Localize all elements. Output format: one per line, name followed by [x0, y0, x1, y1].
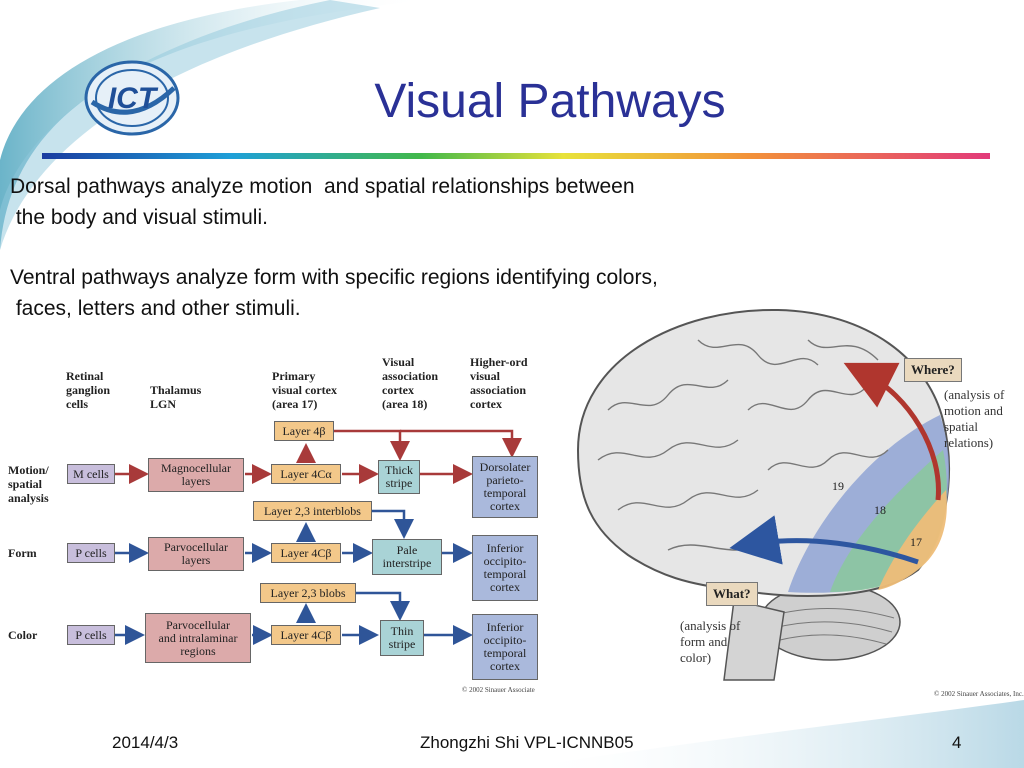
box-parvo-intralaminar: Parvocellular and intralaminar regions: [145, 613, 251, 663]
box-layer-4c-beta-color: Layer 4Cβ: [271, 625, 341, 645]
header-thalamus: Thalamus LGN: [150, 383, 202, 411]
box-p-cells-color: P cells: [67, 625, 115, 645]
box-layer-23-blobs: Layer 2,3 blobs: [260, 583, 356, 603]
header-higher-order: Higher-ord visual association cortex: [470, 355, 528, 411]
box-inferior-cortex-form: Inferior occipito- temporal cortex: [472, 535, 538, 601]
row-label-motion: Motion/ spatial analysis: [8, 463, 49, 505]
box-thick-stripe: Thick stripe: [378, 460, 420, 494]
box-p-cells-form: P cells: [67, 543, 115, 563]
header-primary: Primary visual cortex (area 17): [272, 369, 337, 411]
box-layer-4b: Layer 4β: [274, 421, 334, 441]
box-layer-4c-beta-form: Layer 4Cβ: [271, 543, 341, 563]
where-description: (analysis of motion and spatial relation…: [944, 387, 1005, 450]
row-label-color: Color: [8, 628, 38, 642]
ventral-paragraph: Ventral pathways analyze form with speci…: [10, 266, 658, 320]
box-dorsolateral-cortex: Dorsolater parieto- temporal cortex: [472, 456, 538, 518]
ict-logo: ICT: [84, 60, 180, 136]
diagram-copyright: © 2002 Sinauer Associate: [462, 686, 535, 694]
what-tag: What?: [706, 582, 758, 606]
area-18-label: 18: [874, 503, 886, 517]
what-description: (analysis of form and color): [680, 618, 741, 665]
area-19-label: 19: [832, 479, 844, 493]
footer-page-number: 4: [952, 733, 962, 752]
box-parvocellular: Parvocellular layers: [148, 537, 244, 571]
row-label-form: Form: [8, 546, 37, 560]
footer-author: Zhongzhi Shi VPL-ICNNB05: [420, 733, 634, 752]
area-17-label: 17: [910, 535, 922, 549]
box-inferior-cortex-color: Inferior occipito- temporal cortex: [472, 614, 538, 680]
box-magnocellular: Magnocellular layers: [148, 458, 244, 492]
dorsal-paragraph: Dorsal pathways analyze motion and spati…: [10, 175, 635, 229]
slide-title: Visual Pathways: [374, 75, 726, 128]
brain-copyright: © 2002 Sinauer Associates, Inc.: [934, 690, 1024, 698]
header-association: Visual association cortex (area 18): [382, 355, 439, 411]
where-tag: Where?: [904, 358, 962, 382]
brain-illustration: 19 18 17: [576, 308, 950, 681]
footer-date: 2014/4/3: [112, 733, 179, 752]
box-pale-interstripe: Pale interstripe: [372, 539, 442, 575]
box-thin-stripe: Thin stripe: [380, 620, 424, 656]
header-retinal: Retinal ganglion cells: [66, 369, 111, 411]
pathway-arrows: [114, 429, 522, 645]
logo-text: ICT: [108, 82, 159, 115]
box-m-cells: M cells: [67, 464, 115, 484]
box-layer-4c-alpha: Layer 4Cα: [271, 464, 341, 484]
box-layer-23-interblobs: Layer 2,3 interblobs: [253, 501, 372, 521]
